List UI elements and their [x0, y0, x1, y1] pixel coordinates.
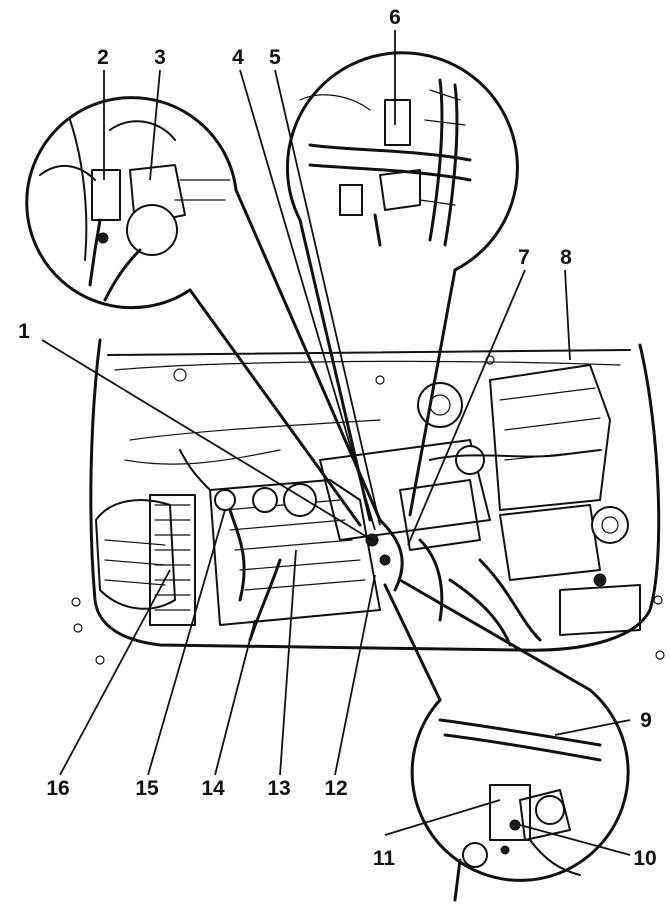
- callout-1: 1: [18, 320, 30, 343]
- leader-4: [239, 69, 376, 531]
- callout-8: 8: [560, 246, 572, 269]
- leader-5: [274, 69, 381, 526]
- leader-14: [214, 619, 256, 776]
- callout-16: 16: [46, 777, 69, 800]
- callout-7: 7: [518, 246, 530, 269]
- leader-9: [554, 719, 631, 736]
- callout-4: 4: [232, 46, 244, 69]
- callout-3: 3: [154, 46, 166, 69]
- leader-8: [564, 269, 571, 361]
- callout-5: 5: [269, 46, 281, 69]
- callout-2: 2: [97, 46, 109, 69]
- leader-13: [279, 549, 297, 776]
- engine-bay-illustration: [71, 338, 665, 665]
- leader-16: [59, 569, 171, 776]
- leader-15: [147, 509, 226, 776]
- leader-1: [41, 339, 373, 541]
- callout-10: 10: [633, 847, 656, 870]
- leader-7: [407, 269, 526, 546]
- callout-6: 6: [389, 6, 401, 29]
- callout-15: 15: [135, 777, 159, 800]
- detail-inset-top: [285, 51, 519, 522]
- callout-12: 12: [324, 777, 347, 800]
- leader-lines: [41, 30, 631, 856]
- detail-inset-bottom: [383, 578, 630, 902]
- leader-11: [384, 799, 501, 836]
- leader-10: [519, 824, 631, 856]
- callout-9: 9: [640, 709, 652, 732]
- leader-3: [149, 69, 161, 181]
- callout-labels: 1 2 3 4 5 6 7 8 9 10 11 12 13 14 15 16: [18, 6, 657, 870]
- detail-inset-left: [25, 96, 382, 527]
- callout-13: 13: [267, 777, 290, 800]
- leader-12: [334, 574, 376, 776]
- callout-11: 11: [373, 847, 396, 870]
- callout-14: 14: [201, 777, 225, 800]
